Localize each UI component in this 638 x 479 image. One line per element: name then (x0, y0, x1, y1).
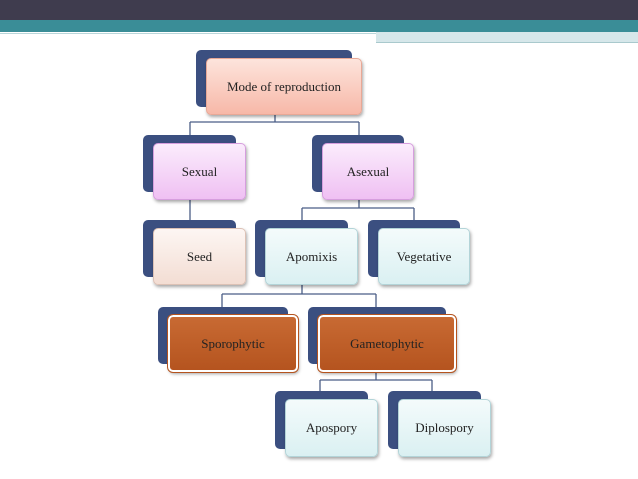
node-diplospory: Diplospory (388, 391, 491, 457)
node-apospory: Apospory (275, 391, 378, 457)
node-label: Vegetative (378, 228, 470, 285)
node-apomixis: Apomixis (255, 220, 358, 285)
node-sporophytic: Sporophytic (158, 307, 299, 373)
node-label: Apospory (285, 399, 378, 457)
node-mode-of-reproduction: Mode of reproduction (196, 50, 362, 115)
node-label: Gametophytic (317, 314, 457, 373)
node-gametophytic: Gametophytic (308, 307, 457, 373)
node-label: Asexual (322, 143, 414, 200)
node-sexual: Sexual (143, 135, 246, 200)
header-rule-right (376, 42, 638, 43)
node-label: Sexual (153, 143, 246, 200)
header-accent-bar (0, 20, 638, 32)
header-accent-strip (376, 32, 638, 42)
header-bar (0, 0, 638, 20)
node-label: Sporophytic (167, 314, 299, 373)
node-seed: Seed (143, 220, 246, 285)
header-rule-left (0, 33, 376, 34)
node-label: Apomixis (265, 228, 358, 285)
node-vegetative: Vegetative (368, 220, 470, 285)
node-label: Diplospory (398, 399, 491, 457)
node-label: Mode of reproduction (206, 58, 362, 115)
node-label: Seed (153, 228, 246, 285)
node-asexual: Asexual (312, 135, 414, 200)
